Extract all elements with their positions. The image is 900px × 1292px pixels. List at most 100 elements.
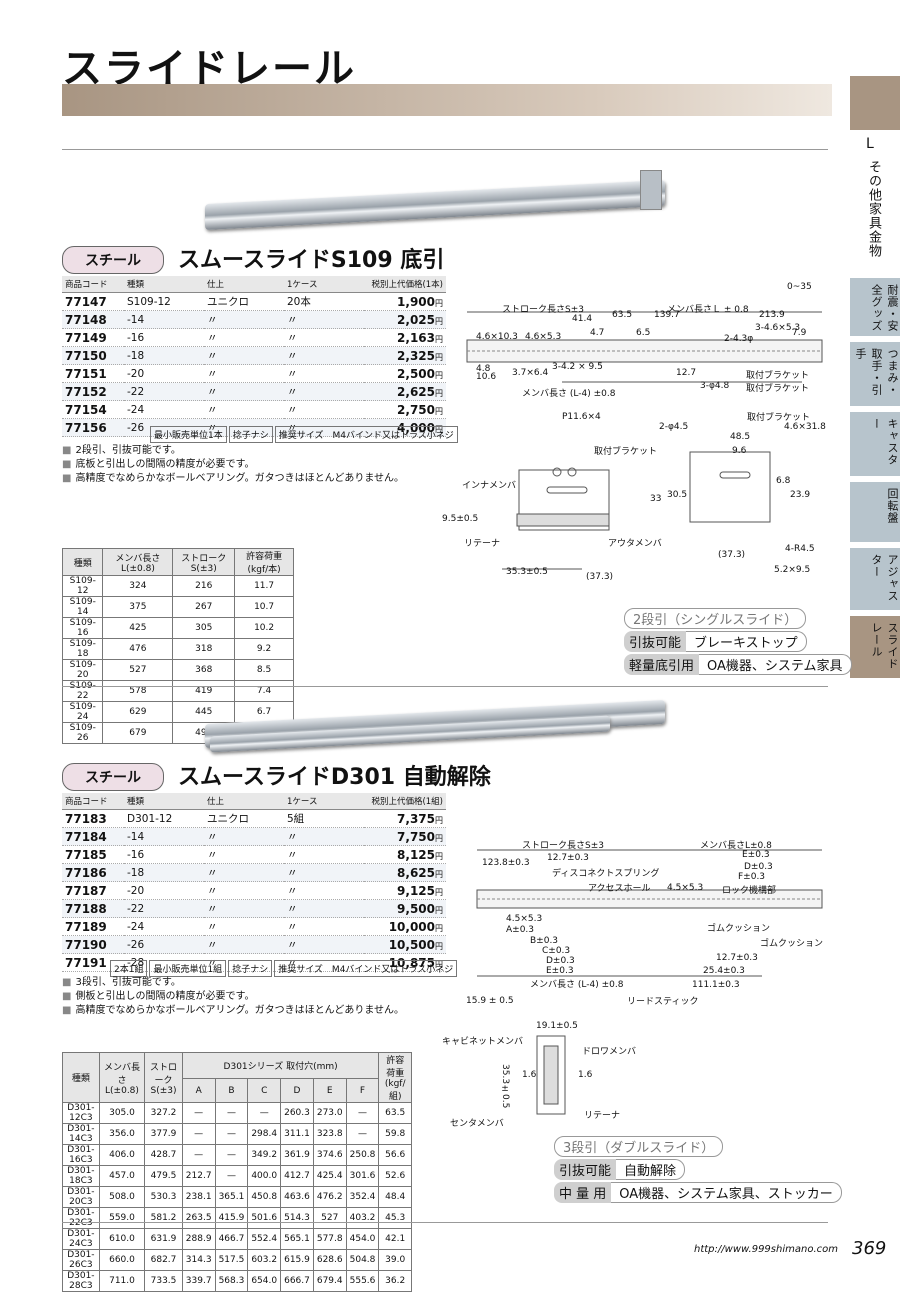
table-cell: 8,125円 — [364, 845, 446, 864]
table-cell: 〃 — [284, 418, 364, 437]
table-cell: 〃 — [284, 917, 364, 936]
tab-knobs[interactable]: つまみ・取手・引手 — [850, 342, 900, 406]
yen-unit: 円 — [435, 370, 443, 380]
dim-label: 35.3±0.5 — [506, 567, 548, 577]
spec-cell: 9.2 — [234, 638, 294, 660]
dim-label: P11.6×4 — [562, 412, 601, 422]
table-cell: 77185 — [62, 845, 124, 864]
table-cell: 〃 — [284, 899, 364, 918]
dim-label: (37.3) — [586, 572, 614, 582]
site-url[interactable]: http://www.999shimano.com — [694, 1244, 838, 1255]
dim-label: リテーナ — [464, 539, 501, 549]
tab-adjuster[interactable]: アジャスター — [850, 548, 900, 610]
dim-label: 7.9 — [792, 328, 807, 338]
table-cell: 4,000円 — [364, 418, 446, 437]
dim-label: 2-φ4.5 — [659, 422, 689, 432]
spec-cell: 454.0 — [345, 1228, 380, 1250]
spec-cell: 517.5 — [214, 1249, 249, 1271]
table-cell: 77183 — [62, 809, 124, 828]
price-value: 2,163 — [397, 330, 435, 345]
table-cell: 1,900円 — [364, 292, 446, 311]
table-cell: 〃 — [284, 845, 364, 864]
price-value: 8,125 — [397, 847, 435, 862]
table-cell: 〃 — [204, 310, 284, 329]
spec-header: 許容荷重(kgf/本) — [234, 548, 294, 576]
tab-casters[interactable]: キャスター — [850, 412, 900, 476]
dim-label: キャビネットメンバ — [442, 1037, 524, 1047]
spec-cell: 267 — [172, 596, 236, 618]
table-cell: 〃 — [284, 346, 364, 365]
tab-turntable[interactable]: 回転盤 — [850, 482, 900, 542]
table-cell: 〃 — [204, 346, 284, 365]
table-cell: 10,500円 — [364, 935, 446, 954]
dim-label: 41.4 — [572, 314, 593, 324]
table-row: 77151-20〃〃2,500円 — [62, 364, 446, 383]
table-cell: -16 — [124, 328, 204, 347]
dim-label: 15.9 ± 0.5 — [466, 996, 514, 1006]
set-unit: 2本1組 — [110, 960, 148, 977]
col-header: 仕上 — [204, 276, 284, 293]
spec-cell: 403.2 — [345, 1207, 380, 1229]
dim-label: ディスコネクトスプリング — [552, 869, 660, 879]
spec-cell: 273.0 — [312, 1102, 347, 1124]
price-value: 9,125 — [397, 883, 435, 898]
spec-cell: S109-20 — [61, 659, 104, 681]
dim-label: アウタメンバ — [608, 539, 662, 549]
dim-label: センタメンバ — [450, 1119, 504, 1129]
table-cell: -22 — [124, 899, 204, 918]
dim-label: D±0.3 — [744, 862, 773, 872]
table-row: 77190-26〃〃10,500円 — [62, 935, 446, 954]
table-row: 77152-22〃〃2,625円 — [62, 382, 446, 401]
spec-cell: 352.4 — [345, 1186, 380, 1208]
col-header: 仕上 — [204, 793, 284, 810]
table-cell: 77190 — [62, 935, 124, 954]
feature-key: 中 量 用 — [554, 1182, 612, 1203]
spec-cell: 415.9 — [214, 1207, 249, 1229]
dim-label: 12.7 — [676, 368, 697, 378]
dim-label: 4-R4.5 — [785, 544, 815, 554]
spec-cell: 530.3 — [144, 1186, 183, 1208]
product-title: スムースライドD301 自動解除 — [178, 765, 491, 790]
table-cell: 77189 — [62, 917, 124, 936]
table-cell: 〃 — [284, 328, 364, 347]
dim-label: 6.5 — [636, 328, 651, 338]
spec-cell: S109-14 — [61, 596, 104, 618]
spec-subheader: B — [214, 1078, 249, 1103]
price-value: 2,325 — [397, 348, 435, 363]
spec-cell: 603.2 — [247, 1249, 282, 1271]
spec-cell: 527 — [312, 1207, 347, 1229]
spec-cell: — — [345, 1123, 380, 1145]
title-bar — [62, 84, 832, 116]
yen-unit: 円 — [435, 352, 443, 362]
price-value: 10,000 — [388, 919, 435, 934]
recommended-screw: 推奨サイズ M4バインド又はトラス小ネジ — [274, 960, 458, 977]
spec-cell: 629 — [102, 701, 174, 723]
table-cell: 77149 — [62, 328, 124, 347]
dim-label: 4.6×5.3 — [525, 332, 562, 342]
price-value: 10,875 — [388, 955, 435, 970]
spec-cell: 323.8 — [312, 1123, 347, 1145]
table-cell: 〃 — [284, 953, 364, 972]
dim-label: リードスティック — [627, 997, 699, 1007]
dim-label: メンバ長さL±0.8 — [700, 841, 772, 851]
spec-cell: 45.3 — [378, 1207, 412, 1229]
spec-cell: 365.1 — [214, 1186, 249, 1208]
tab-anti-quake[interactable]: 耐震・安全グッズ — [850, 278, 900, 336]
material-label: スチール — [62, 246, 164, 274]
price-value: 8,625 — [397, 865, 435, 880]
price-value: 1,900 — [397, 294, 435, 309]
spec-table-d301: 種類 メンバ長さL(±0.8) ストロークS(±3) D301シリーズ 取付穴(… — [62, 1051, 412, 1292]
yen-unit: 円 — [435, 406, 443, 416]
table-cell: ユニクロ — [204, 809, 284, 828]
table-cell: 〃 — [204, 935, 284, 954]
tab-slide-rail[interactable]: スライドレール — [850, 616, 900, 678]
spec-subheader: A — [181, 1078, 216, 1103]
table-cell: 〃 — [204, 400, 284, 419]
spec-cell: 450.8 — [247, 1186, 282, 1208]
spec-cell: 666.7 — [280, 1270, 314, 1292]
spec-cell: — — [214, 1102, 249, 1124]
dim-label: 3-4.2 × 9.5 — [552, 362, 603, 372]
